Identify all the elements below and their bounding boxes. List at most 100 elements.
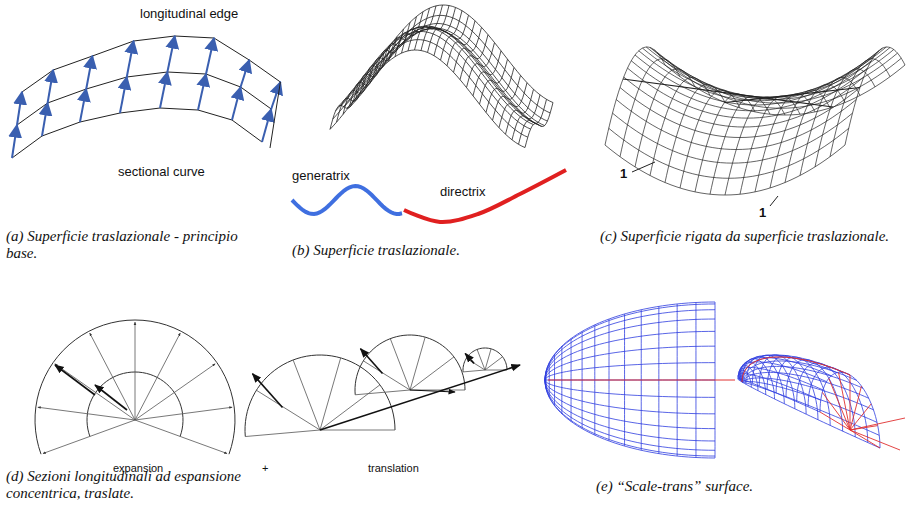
mesh-line (421, 6, 449, 51)
mesh-line (336, 32, 531, 130)
mesh-line (616, 100, 856, 150)
mesh-line (341, 26, 536, 124)
mesh-line (441, 15, 469, 60)
section-line (22, 36, 280, 92)
mesh-line (460, 35, 488, 80)
mesh-line (499, 83, 527, 128)
mesh-line (545, 380, 715, 441)
translation-arrow (198, 74, 206, 110)
mesh-line (631, 61, 871, 111)
mesh-line (620, 59, 680, 157)
translation-arrow (17, 92, 22, 125)
mesh-line (506, 89, 534, 134)
expansion-ray (38, 407, 135, 420)
mesh-line (710, 96, 770, 194)
fan-ray (410, 337, 425, 390)
mesh-line (434, 11, 462, 56)
leader-line (632, 162, 655, 172)
mesh-line (512, 95, 540, 140)
expansion-ray (43, 420, 135, 454)
translation-vector (320, 365, 520, 430)
mesh-line (545, 302, 715, 380)
mesh-line (480, 59, 508, 104)
radial-line (850, 418, 905, 430)
translation-arrow (86, 56, 92, 89)
mesh-line (545, 380, 715, 458)
translation-arrow (120, 77, 127, 113)
mesh-line (845, 47, 905, 145)
mesh-line (654, 50, 894, 100)
mesh-line (742, 382, 879, 435)
fan-ray (355, 390, 410, 395)
subfigure-caption: (a) Superficie traslazionale - principio… (6, 228, 268, 262)
translation-arrow (167, 36, 174, 72)
mesh-line (740, 358, 831, 382)
mesh-line (815, 69, 875, 167)
mesh-line (382, 22, 410, 67)
fan-arc (245, 355, 395, 437)
mesh-line (415, 5, 443, 50)
fan-ray (466, 358, 485, 370)
mesh-line (350, 61, 378, 106)
translation-arrow (48, 70, 54, 103)
expansion-ray (135, 420, 227, 454)
mesh-line (650, 48, 890, 98)
mesh-line (742, 382, 880, 448)
radial-line (829, 378, 850, 430)
bold-arrow (465, 354, 474, 364)
translation-vector (410, 390, 455, 392)
translation-arrow (80, 89, 86, 122)
translation-arrow (12, 125, 17, 158)
mesh-line (742, 366, 863, 388)
radial-line (839, 372, 850, 430)
leader-line (770, 196, 778, 206)
expansion-ray (135, 333, 180, 420)
bold-arrow (95, 385, 127, 410)
fan-ray (320, 385, 380, 430)
directrix-curve (404, 170, 566, 222)
translation-arrow (241, 60, 250, 87)
mesh-line (609, 128, 849, 178)
scale-trans-surface (545, 302, 905, 458)
mesh-line (545, 346, 715, 380)
bold-arrow (55, 365, 95, 395)
translation-arrow (232, 87, 241, 120)
mesh-line (467, 43, 495, 88)
ruling-line (623, 79, 833, 107)
mesh-line (545, 304, 715, 380)
subfigure-caption: (e) “Scale-trans” surface. (596, 478, 896, 495)
expansion-ray (55, 364, 135, 420)
fan-ray (320, 430, 395, 431)
translation-arrow (42, 103, 48, 136)
bold-arrow (253, 374, 283, 408)
callout-number: 1 (759, 205, 766, 220)
expansion-translation (35, 320, 520, 454)
radial-line (820, 412, 850, 430)
axis-line (548, 380, 735, 381)
mesh-line (628, 68, 868, 118)
mesh-line (545, 363, 715, 380)
mesh-line (493, 75, 521, 120)
subfigure-caption: (d) Sezioni longitudinali ad espansione … (6, 468, 306, 502)
fan-ray (485, 349, 491, 370)
mesh-line (545, 380, 715, 414)
fan-ray (485, 357, 503, 370)
mesh-line (752, 355, 794, 409)
mesh-line (739, 362, 826, 382)
mesh-line (389, 16, 417, 61)
fan-ray (293, 360, 320, 430)
edge-line (270, 82, 280, 148)
mesh-line (800, 77, 860, 175)
part-label: longitudinal edge (140, 6, 238, 21)
fan-arc (463, 348, 507, 372)
radial-line (850, 375, 851, 430)
mesh-line (770, 90, 830, 188)
mesh-line (545, 319, 715, 380)
mesh-line (650, 77, 710, 175)
translational-surface (292, 5, 566, 222)
callout-number: 1 (620, 166, 627, 181)
mesh-line (742, 378, 873, 410)
translation-arrow (127, 41, 134, 77)
mesh-line (355, 15, 550, 113)
